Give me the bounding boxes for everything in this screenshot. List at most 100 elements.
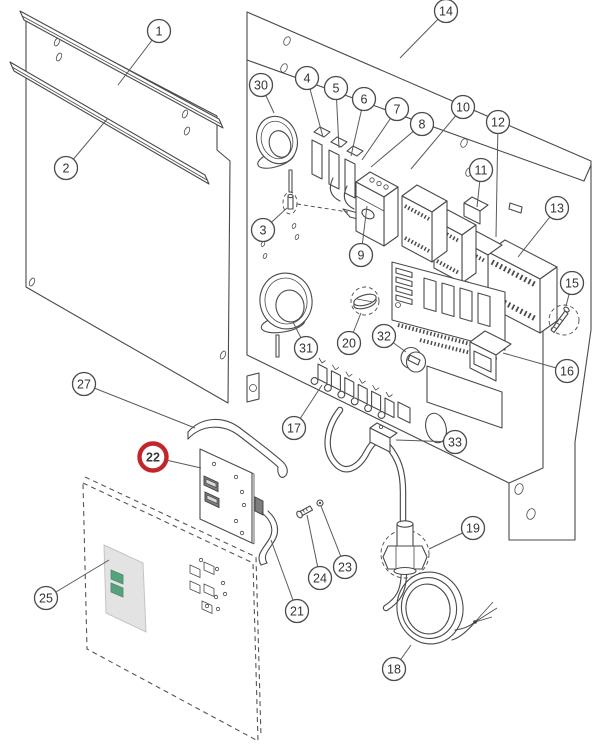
power-cable xyxy=(324,406,498,645)
callout-bubble xyxy=(442,429,468,455)
callout-label: 2 xyxy=(63,161,70,175)
callout-bubble xyxy=(351,86,377,112)
callout-label: 10 xyxy=(456,100,470,114)
callout-25: 25 xyxy=(33,559,110,611)
callout-bubble xyxy=(53,155,79,181)
callout-bubble xyxy=(250,217,276,243)
panel-slot xyxy=(508,202,523,214)
callout-label: 5 xyxy=(333,81,340,95)
callout-bubble xyxy=(468,157,494,183)
callout-bubble-highlighted xyxy=(137,441,169,473)
callout-32: 32 xyxy=(371,323,407,353)
terminal xyxy=(323,364,341,392)
terminal-strip-17 xyxy=(310,357,411,424)
callout-bubble xyxy=(450,94,476,120)
callout-label: 27 xyxy=(77,377,91,391)
callout-label: 22 xyxy=(146,450,160,464)
callout-33: 33 xyxy=(395,429,468,455)
callout-bubble xyxy=(323,75,349,101)
knob-32 xyxy=(400,346,427,373)
callout-bubble xyxy=(371,323,397,349)
ribbon-cable-21 xyxy=(254,496,279,566)
callout-label: 13 xyxy=(550,201,564,215)
green-button xyxy=(110,569,124,585)
hole-plug-20 xyxy=(350,286,380,316)
screw-24 xyxy=(296,505,314,519)
callout-bubble xyxy=(146,18,172,44)
green-button xyxy=(110,582,124,598)
callout-label: 31 xyxy=(299,341,313,355)
callout-3: 3 xyxy=(250,207,288,243)
callout-label: 15 xyxy=(565,276,579,290)
callout-bubble xyxy=(332,554,358,580)
callout-label: 21 xyxy=(290,604,304,618)
strip-end-bracket xyxy=(397,401,411,424)
callout-14: 14 xyxy=(399,0,459,59)
washer-23 xyxy=(316,499,324,507)
cable-coil-18 xyxy=(396,571,498,645)
callout-label: 18 xyxy=(387,662,401,676)
callout-16: 16 xyxy=(502,352,580,384)
callout-label: 7 xyxy=(394,102,401,116)
callout-11: 11 xyxy=(468,157,494,208)
callout-bubble xyxy=(293,335,319,361)
leader-line xyxy=(270,539,298,612)
callout-2: 2 xyxy=(53,117,109,181)
callout-label: 6 xyxy=(361,92,368,106)
callout-label: 8 xyxy=(419,117,426,131)
relay-box-16 xyxy=(469,330,512,382)
terminal xyxy=(350,378,368,406)
callout-bubble xyxy=(284,598,310,624)
membrane-label-25 xyxy=(103,544,147,633)
door-cutouts xyxy=(189,557,228,615)
callout-bubble xyxy=(433,0,459,24)
callout-27: 27 xyxy=(71,371,196,429)
callout-10: 10 xyxy=(410,94,476,170)
leader-line xyxy=(410,106,464,170)
usb-port xyxy=(203,475,219,493)
callout-label: 20 xyxy=(342,336,356,350)
control-plate-22 xyxy=(199,448,255,545)
pcb-assembly xyxy=(391,261,506,362)
cable-clamp-33 xyxy=(369,422,398,453)
callout-label: 32 xyxy=(377,329,391,343)
callout-bubble xyxy=(33,585,59,611)
mounting-foot-left xyxy=(246,372,260,403)
contactor-a xyxy=(401,184,448,263)
callout-bubble xyxy=(460,515,486,541)
mounting-clips-7-8 xyxy=(329,177,355,210)
callout-bubble xyxy=(485,109,511,135)
bracket-27 xyxy=(187,418,288,478)
callout-bubble xyxy=(544,195,570,221)
callout-13: 13 xyxy=(517,195,570,258)
callout-label: 1 xyxy=(156,24,163,38)
leader-line xyxy=(83,383,196,429)
screw-15 xyxy=(548,304,580,336)
callout-label: 24 xyxy=(313,571,327,585)
usb-port xyxy=(204,491,220,509)
callout-5: 5 xyxy=(323,75,349,149)
callout-label: 30 xyxy=(254,78,268,92)
callout-19: 19 xyxy=(428,515,486,550)
callout-31: 31 xyxy=(292,321,319,361)
panel-hole xyxy=(425,412,447,444)
leader-line xyxy=(45,559,110,599)
callout-bubble xyxy=(307,565,333,591)
motor-starter xyxy=(355,171,399,247)
callout-8: 8 xyxy=(370,111,435,168)
callout-bubble xyxy=(559,270,585,296)
terminal xyxy=(364,384,382,413)
callout-label: 12 xyxy=(491,115,505,129)
callout-4: 4 xyxy=(294,65,324,138)
callout-label: 33 xyxy=(448,435,462,449)
callout-bubble xyxy=(348,242,374,268)
callout-label: 14 xyxy=(439,4,453,18)
callout-bubble xyxy=(409,111,435,137)
callout-22: 22 xyxy=(137,441,202,473)
front-door-panel xyxy=(82,476,262,742)
callout-23: 23 xyxy=(320,505,358,580)
callout-label: 17 xyxy=(287,421,301,435)
screw-item-3 xyxy=(260,191,349,259)
